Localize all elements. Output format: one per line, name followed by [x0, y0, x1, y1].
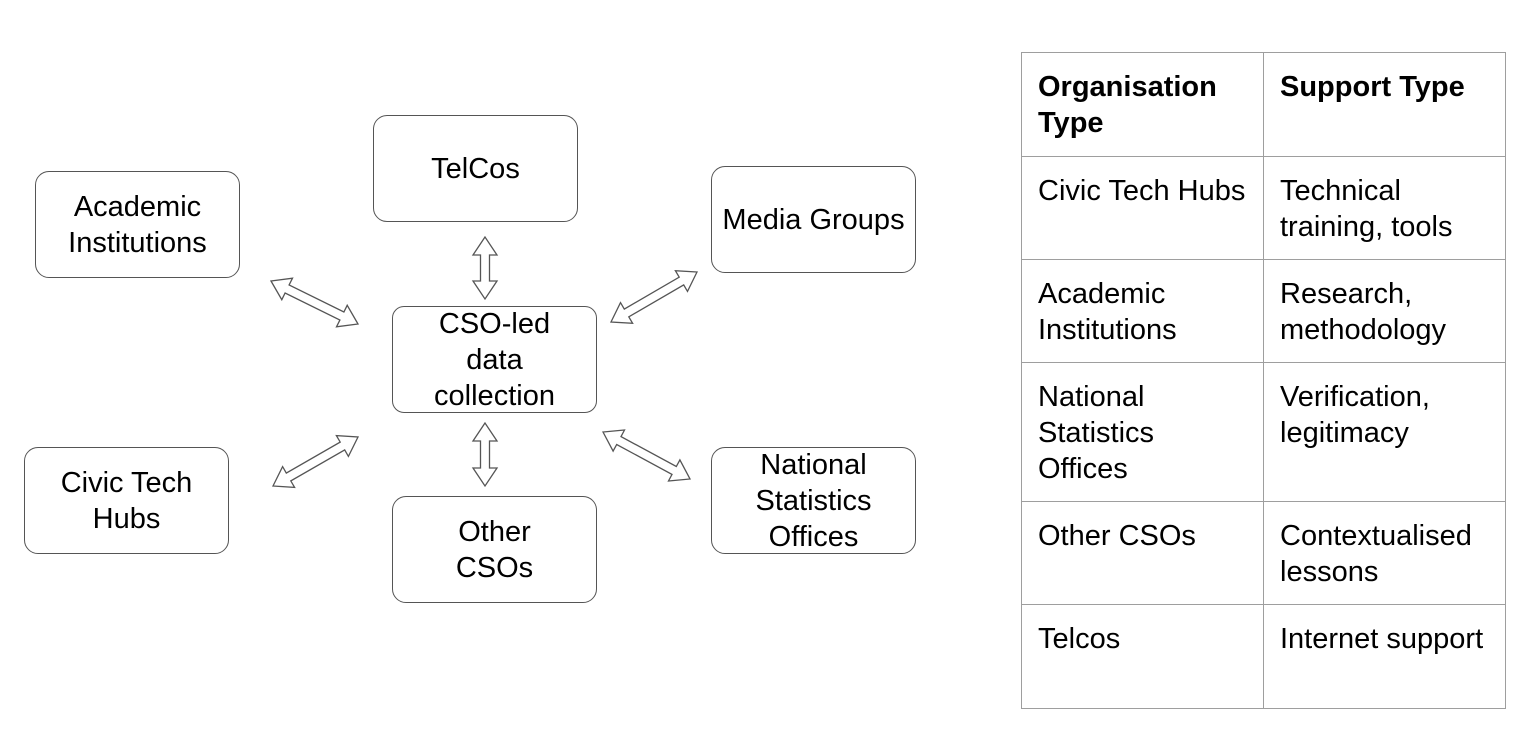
- table-row: National Statistics Offices Verification…: [1021, 362, 1506, 502]
- double-arrow-center-other: [471, 421, 499, 488]
- table-header-row: Organisation Type Support Type: [1021, 52, 1506, 157]
- cell-organisation: National Statistics Offices: [1021, 362, 1264, 502]
- node-media-groups-label: Media Groups: [722, 203, 905, 236]
- node-media-groups: Media Groups: [711, 166, 916, 273]
- table-row: Academic Institutions Research, methodol…: [1021, 259, 1506, 363]
- cell-organisation: Civic Tech Hubs: [1021, 156, 1264, 260]
- node-academic-institutions: Academic Institutions: [35, 171, 240, 278]
- cell-support: Internet support: [1263, 604, 1506, 709]
- double-arrow-center-academic: [269, 277, 360, 328]
- cell-organisation: Other CSOs: [1021, 501, 1264, 605]
- diagram-arrows: [269, 235, 699, 489]
- node-national-statistics-offices: National Statistics Offices: [711, 447, 916, 554]
- double-arrow-center-telcos: [471, 235, 499, 301]
- table-row: Telcos Internet support: [1021, 604, 1506, 709]
- header-organisation-type: Organisation Type: [1021, 52, 1264, 157]
- node-cso-led-data-collection: CSO-led data collection: [392, 306, 597, 413]
- node-telcos-label: TelCos: [431, 152, 520, 185]
- double-arrow-center-media: [609, 269, 699, 325]
- header-support-type: Support Type: [1263, 52, 1506, 157]
- node-telcos: TelCos: [373, 115, 578, 222]
- node-cso-led-data-collection-label: CSO-led data collection: [434, 307, 555, 412]
- support-table: Organisation Type Support Type Civic Tec…: [1021, 52, 1506, 709]
- cell-organisation: Telcos: [1021, 604, 1264, 709]
- cell-support: Technical training, tools: [1263, 156, 1506, 260]
- node-civic-tech-hubs: Civic Tech Hubs: [24, 447, 229, 554]
- table-row: Civic Tech Hubs Technical training, tool…: [1021, 156, 1506, 260]
- double-arrow-center-civic: [271, 434, 360, 489]
- node-other-csos: Other CSOs: [392, 496, 597, 603]
- cell-support: Verification, legitimacy: [1263, 362, 1506, 502]
- cell-support: Contextualised lessons: [1263, 501, 1506, 605]
- cell-organisation: Academic Institutions: [1021, 259, 1264, 363]
- cell-support: Research, methodology: [1263, 259, 1506, 363]
- node-other-csos-label: Other CSOs: [455, 515, 534, 584]
- node-academic-institutions-label: Academic Institutions: [68, 190, 207, 259]
- node-civic-tech-hubs-label: Civic Tech Hubs: [60, 466, 193, 535]
- table-row: Other CSOs Contextualised lessons: [1021, 501, 1506, 605]
- node-national-statistics-offices-label: National Statistics Offices: [755, 448, 872, 553]
- double-arrow-center-nso: [601, 429, 692, 482]
